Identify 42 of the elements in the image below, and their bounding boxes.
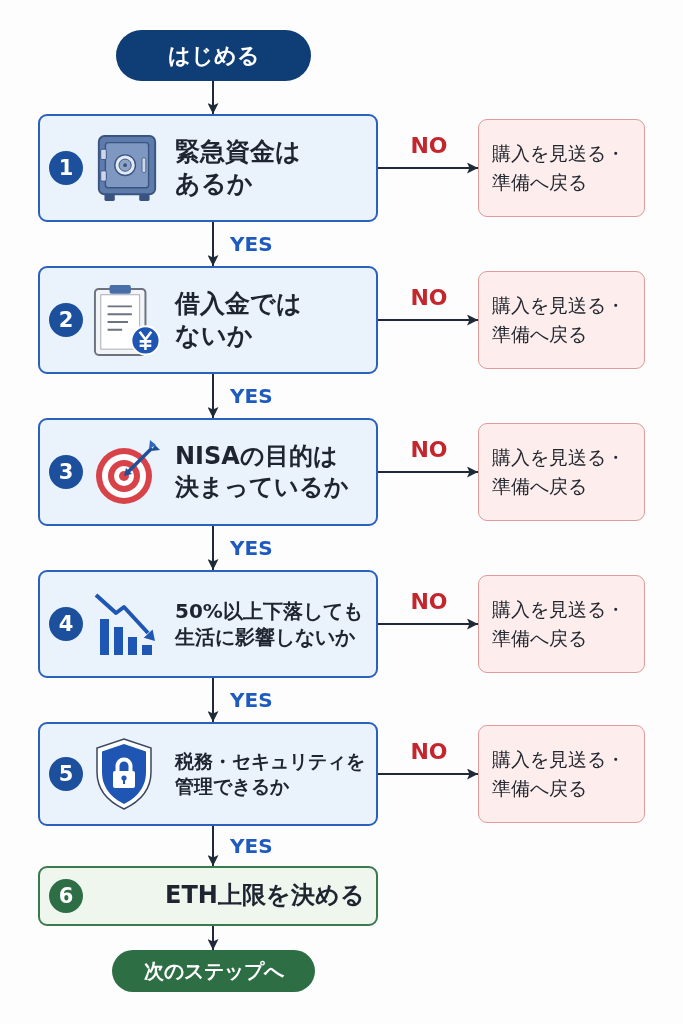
start-terminal: はじめる [116, 30, 311, 81]
decision-box [38, 266, 378, 374]
question-text: 50%以上下落しても生活に影響しないか [175, 598, 364, 650]
step-number: 1 [49, 151, 83, 185]
step-number: 3 [49, 455, 83, 489]
step-number: 4 [49, 607, 83, 641]
decision-box [38, 114, 378, 222]
question-text: 借入金ではないか [175, 287, 303, 352]
step-number: 2 [49, 303, 83, 337]
decision-box [38, 570, 378, 678]
arrow [207, 677, 219, 723]
arrow [377, 162, 479, 174]
action-box [38, 866, 378, 926]
step-number: 5 [49, 757, 83, 791]
question-text: NISAの目的は決まっているか [175, 440, 350, 503]
action-text: ETH上限を決める [165, 880, 365, 912]
outcome-text: 購入を見送る・準備へ戻る [491, 140, 626, 195]
outcome-text: 購入を見送る・準備へ戻る [491, 596, 626, 651]
arrow [207, 221, 219, 267]
arrow [207, 925, 219, 951]
arrow [207, 80, 219, 115]
end-terminal: 次のステップへ [112, 950, 315, 992]
arrow [207, 825, 219, 867]
outcome-box [478, 271, 645, 369]
decision-box [38, 418, 378, 526]
arrow [377, 314, 479, 326]
outcome-box [478, 423, 645, 521]
outcome-text: 購入を見送る・準備へ戻る [491, 292, 626, 347]
arrow [377, 768, 479, 780]
outcome-box [478, 725, 645, 823]
arrow [207, 525, 219, 571]
arrow [207, 373, 219, 419]
outcome-text: 購入を見送る・準備へ戻る [491, 746, 626, 801]
outcome-box [478, 575, 645, 673]
step-number: 6 [49, 879, 83, 913]
question-text: 緊急資金はあるか [175, 135, 302, 200]
outcome-text: 購入を見送る・準備へ戻る [491, 444, 626, 499]
question-text: 税務・セキュリティを管理できるか [175, 749, 366, 799]
arrow [377, 618, 479, 630]
decision-box [38, 722, 378, 826]
arrow [377, 466, 479, 478]
outcome-box [478, 119, 645, 217]
